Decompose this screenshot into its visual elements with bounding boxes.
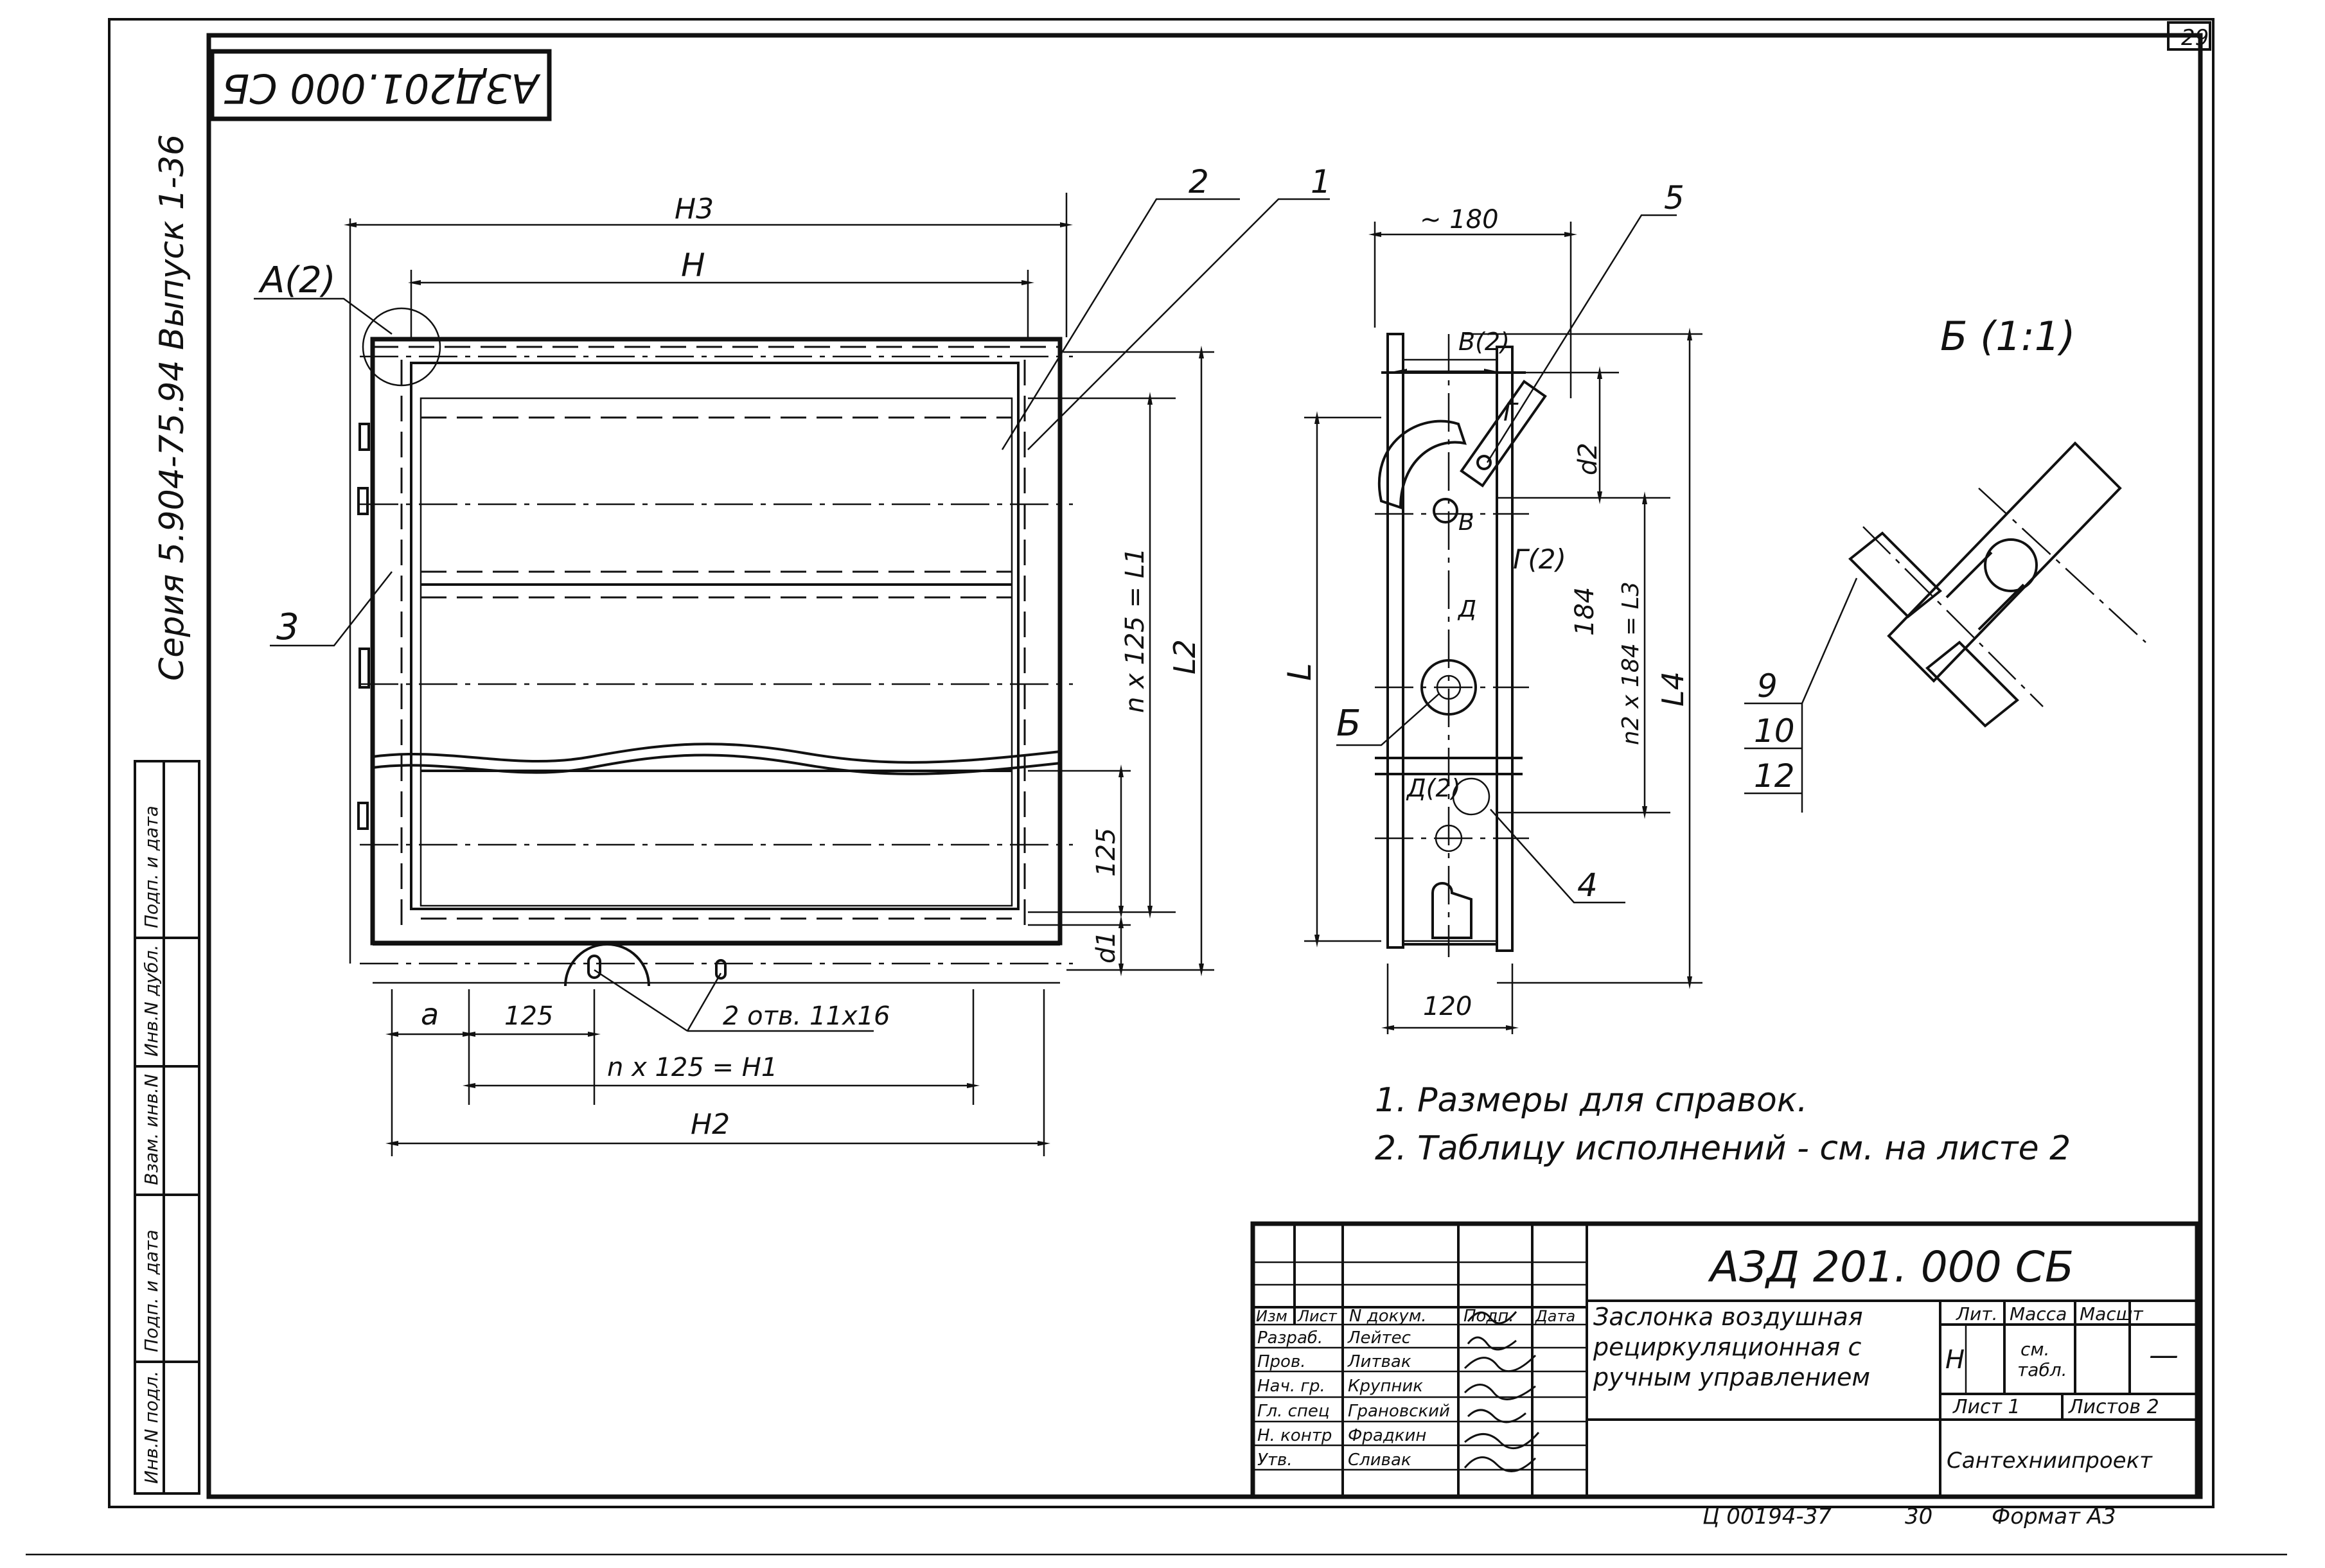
side-view (1304, 214, 1702, 1034)
label-d2-detail: Д(2) (1406, 774, 1461, 802)
label-h: Н (681, 247, 705, 284)
tb-header-sign: Подп. (1463, 1307, 1514, 1326)
label-d: Д (1457, 596, 1476, 622)
dim-125-horizontal: 125 (504, 1001, 553, 1031)
label-detail-a: А(2) (258, 260, 336, 301)
tb-mass-header: Масса (2010, 1303, 2067, 1325)
dim-120: 120 (1423, 992, 1472, 1021)
dim-n-x-125: n х 125 = L1 (1120, 548, 1150, 713)
tb-name-6: Сливак (1348, 1450, 1411, 1470)
side-stamp-5: Подп. и дата (141, 806, 162, 928)
issue-label: Выпуск 1-36 (153, 134, 191, 350)
tb-name-2: Литвак (1347, 1352, 1411, 1371)
detail-b-view (1744, 441, 2146, 813)
tb-role-3: Нач. гр. (1257, 1377, 1325, 1396)
tb-role-5: Н. контр (1257, 1426, 1332, 1445)
tb-role-6: Утв. (1257, 1450, 1293, 1470)
tb-header-izm: Изм (1256, 1307, 1287, 1325)
dim-n-x-125-h1: n х 125 = Н1 (607, 1053, 777, 1082)
tb-name-line-3: ручным управлением (1593, 1363, 1870, 1391)
dim-n2: n2 х 184 = L3 (1618, 581, 1644, 745)
footer-format: Формат А3 (1992, 1504, 2116, 1529)
dim-d2: d2 (1573, 443, 1603, 475)
tb-name-1: Лейтес (1347, 1328, 1411, 1348)
label-b-small: В (1458, 509, 1474, 536)
label-section-b: Б (1336, 703, 1361, 744)
tb-lit-value: Н (1945, 1345, 1965, 1375)
callout-4: 4 (1577, 867, 1598, 904)
dim-l: L (1281, 663, 1318, 681)
series-label: Серия 5.904-75.94 (153, 360, 191, 681)
callout-10: 10 (1754, 712, 1795, 750)
label-h3: Н3 (675, 193, 714, 225)
callout-1: 1 (1311, 163, 1331, 200)
note-2: 2. Таблицу исполнений - см. на листе 2 (1375, 1129, 2071, 1168)
dim-l4: L4 (1656, 671, 1690, 707)
tb-scale-header: Масшт (2080, 1303, 2143, 1325)
dim-a: а (421, 997, 439, 1032)
label-g: Г (1503, 398, 1519, 427)
tb-scale-value: — (2149, 1337, 2179, 1372)
callout-3: 3 (276, 606, 299, 648)
detail-b-title: Б (1:1) (1940, 313, 2075, 360)
side-stamp-table (134, 760, 200, 1495)
tb-name-5: Фрадкин (1348, 1426, 1426, 1445)
note-1: 1. Размеры для справок. (1375, 1081, 1808, 1120)
tb-header-doc: N докум. (1349, 1307, 1427, 1326)
callout-2: 2 (1189, 163, 1209, 200)
side-stamp-3: Взам. инв.N (141, 1074, 162, 1185)
dim-d1: d1 (1092, 931, 1121, 964)
footer-inventory: Ц 00194-37 (1702, 1504, 1832, 1529)
dim-approx-180: ~ 180 (1420, 205, 1499, 234)
tb-role-1: Разраб. (1257, 1328, 1323, 1348)
side-stamp-1: Инв.N подл. (141, 1371, 162, 1484)
footer-page: 30 (1905, 1504, 1932, 1529)
dim-l2: L2 (1167, 639, 1202, 674)
dim-h2: Н2 (691, 1108, 730, 1141)
callout-5: 5 (1664, 179, 1684, 216)
tb-sheets: Листов 2 (2068, 1396, 2159, 1418)
tb-mass-value-1: см. (2020, 1339, 2049, 1360)
dim-184: 184 (1570, 587, 1600, 636)
tb-name-3: Крупник (1348, 1377, 1423, 1396)
dim-125-vertical: 125 (1092, 828, 1121, 877)
title-block (1250, 1221, 2200, 1499)
front-view (254, 193, 1330, 1156)
callout-9: 9 (1757, 667, 1778, 705)
tb-role-4: Гл. спец (1257, 1402, 1330, 1421)
tb-designation: АЗД 201. 000 СБ (1708, 1242, 2074, 1292)
holes-label: 2 отв. 11х16 (723, 1001, 890, 1031)
drawing-frame (108, 18, 2214, 1508)
tb-lit-header: Лит. (1956, 1303, 1997, 1325)
side-stamp-4: Инв.N дубл. (141, 945, 162, 1057)
tb-org: Сантехниипроект (1947, 1448, 2153, 1474)
side-stamp-2: Подп. и дата (141, 1229, 162, 1352)
label-detail-b-side: В(2) (1458, 328, 1510, 356)
code-stamp-box: АЗД201.000 СБ (209, 49, 552, 121)
tb-role-2: Пров. (1257, 1352, 1306, 1371)
tb-mass-value-2: табл. (2017, 1359, 2067, 1380)
sheet-number: 29 (2181, 25, 2209, 51)
tb-name-line-2: рециркуляционная с (1593, 1333, 1861, 1361)
code-stamp: АЗД201.000 СБ (222, 65, 542, 112)
tb-header-list: Лист (1297, 1307, 1338, 1325)
tb-header-date: Дата (1535, 1307, 1575, 1325)
tb-name-line-1: Заслонка воздушная (1593, 1303, 1863, 1331)
label-g2: Г(2) (1513, 543, 1566, 575)
callout-12: 12 (1754, 757, 1795, 795)
tb-sheet: Лист 1 (1952, 1396, 2020, 1418)
tb-name-4: Грановский (1348, 1402, 1450, 1421)
